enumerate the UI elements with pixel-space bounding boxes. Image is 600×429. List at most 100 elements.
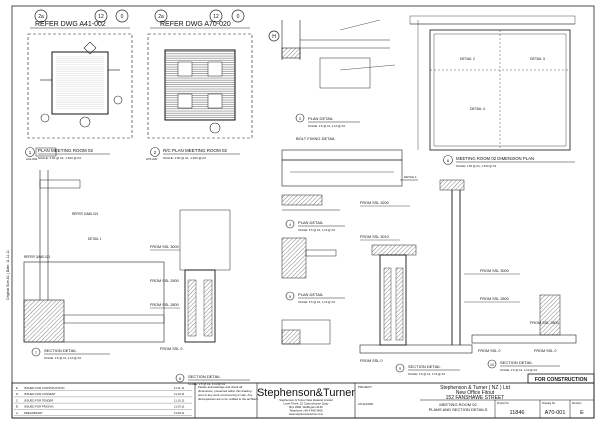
grid-12-mid: 12 xyxy=(213,14,219,20)
drawing-number: A70-001 xyxy=(545,410,566,416)
bolt-fixing-label: BOLT FIXING DETAIL xyxy=(296,136,336,141)
view-2-title: R/C PLAN MEETING ROOM 02 xyxy=(163,148,228,153)
scale-text: AS SHOWN xyxy=(358,402,373,406)
view-5-title: PLAN DETAIL xyxy=(298,292,324,297)
project-client: Stephenson & Turner ( NZ ) Ltd xyxy=(440,385,510,391)
view-2-num: 2 xyxy=(154,150,157,155)
view-6-num: 6 xyxy=(447,158,450,163)
view-6-scale: SCALE: 1:50 @ A1, 1:100 @ A3 xyxy=(456,164,496,168)
view-6-title: MEETING ROOM 02 DIMENSION PLAN xyxy=(456,156,534,161)
view-2-scale: SCALE: 1:50 @ A1, 1:100 @ A3 xyxy=(163,156,206,160)
grid-bubbles: 2a 12 0 2a 12 0 H xyxy=(34,9,280,42)
revision-desc: PRELIMINARY xyxy=(24,411,43,415)
revision-desc: ISSUED FOR CONSTRUCTION xyxy=(24,386,64,390)
revision-desc: ISSUED FOR CONSENT xyxy=(24,392,56,396)
refer-a-label: REFER 2/A60-021 xyxy=(72,212,99,216)
ssl-2800-c: FROM SSL 2800 xyxy=(530,321,559,325)
view-5-scale: SCALE: 1:5 @ A1, 1:10 @ A3 xyxy=(298,300,335,304)
project-name: New Office Fitout xyxy=(456,390,495,396)
firm-line-4: Telephone +64 4 499 3400 xyxy=(289,409,323,413)
project-address: 152 FANSHAWE STREET xyxy=(446,395,505,401)
view-9-num: 9 xyxy=(399,367,401,371)
project-label: PROJECT xyxy=(358,385,372,389)
firm-logo: Stephenson&Turner xyxy=(257,387,355,399)
revision-rev: C xyxy=(16,398,18,402)
view-3-title: PLAN DETAIL xyxy=(308,116,334,121)
view-7-scale: SCALE: 1:5 @ A1, 1:10 @ A3 xyxy=(44,356,81,360)
hdr-project-no: Project No. xyxy=(497,402,510,405)
plan-details-center: 4 PLAN DETAIL SCALE: 1:5 @ A1, 1:10 @ A3… xyxy=(281,194,345,345)
revision-date: 11.11.11 xyxy=(174,386,185,390)
view-1-title: PLAN MEETING ROOM 02 xyxy=(38,148,94,153)
view-7-title: SECTION DETAIL xyxy=(44,348,77,353)
detail-1-label: DETAIL 1 xyxy=(404,175,417,179)
grid-0-left: 0 xyxy=(121,14,124,20)
status-stamp: FOR CONSTRUCTION xyxy=(535,377,588,383)
detail-2-label: DETAIL 2 xyxy=(460,57,475,61)
revision-letter: E xyxy=(580,410,584,416)
dimension-plan: DETAIL 2 DETAIL 3 DETAIL 4 6 MEETING ROO… xyxy=(409,15,576,168)
ssl-0-d: FROM SSL 0 xyxy=(534,349,556,353)
view-3-num: 3 xyxy=(299,117,301,121)
left-lower-details: REFER 2/A60-021 DETAIL 1 REFER 3/A60-021… xyxy=(23,170,165,360)
section-detail-right-center: FROM SSL 3200 FROM SSL 3010 FROM SSL 0 9… xyxy=(359,201,473,376)
revision-desc: ISSUED FOR PRICING xyxy=(24,405,54,409)
view-10-scale: SCALE: 1:5 @ A1, 1:10 @ A3 xyxy=(500,368,537,372)
hdr-drawing-no: Drawing No. xyxy=(542,402,556,405)
view-4-scale: SCALE: 1:5 @ A1, 1:10 @ A3 xyxy=(298,228,335,232)
hdr-revision: Revision xyxy=(572,402,582,405)
grid-0-mid: 0 xyxy=(237,14,240,20)
revision-date: 11.10.11 xyxy=(174,392,185,396)
revision-date: 11.09.11 xyxy=(174,405,185,409)
notes-text: Please acknowledge and check all dimensi… xyxy=(198,385,259,401)
plan-meeting-room: REFER DWG A41-002 1 PLAN MEETING ROOM 02… xyxy=(25,21,133,161)
detail-1-left: DETAIL 1 xyxy=(88,237,102,241)
ssl-3010: FROM SSL 3010 xyxy=(360,235,389,239)
revision-date: 11.10.11 xyxy=(174,398,185,402)
ssl-0-c: FROM SSL 0 xyxy=(478,349,500,353)
view-8-num: 8 xyxy=(179,377,181,381)
firm-line-5: www.stephensonturner.com xyxy=(289,412,324,416)
section-detail-middle: FROM SSL 3000 FROM SSL 2900 FROM SSL 280… xyxy=(150,209,250,386)
revision-rev: E xyxy=(16,386,18,390)
project-number: 11846 xyxy=(510,410,525,416)
ssl-3200: FROM SSL 3200 xyxy=(360,201,389,205)
view-5-num: 5 xyxy=(289,295,291,299)
view-9-title: SECTION DETAIL xyxy=(408,364,441,369)
ssl-3000-a: FROM SSL 3000 xyxy=(150,245,179,249)
detail-4-label: DETAIL 4 xyxy=(470,107,485,111)
ssl-0-a: FROM SSL 0 xyxy=(160,347,182,351)
firm-line-3: Box 3900, Wellington 6140 xyxy=(289,405,323,409)
view-4-title: PLAN DETAIL xyxy=(298,220,324,225)
revision-desc: ISSUED FOR TENDER xyxy=(24,398,53,402)
side-text: Original Size A1 | Date: 11.11.11 xyxy=(6,250,10,300)
ssl-0-b: FROM SSL 0 xyxy=(360,359,382,363)
grid-2a-mid: 2a xyxy=(158,14,164,20)
grid-12-left: 12 xyxy=(98,14,104,20)
firm-line-2: Level Three, 22 Customhouse Quay xyxy=(284,402,329,406)
firm-line-1: Stephenson & Turner New Zealand Limited xyxy=(279,398,333,402)
view-8-title: SECTION DETAIL xyxy=(188,374,221,379)
view-7-num: 7 xyxy=(35,351,37,355)
drawing-title-2: PLANS AND SECTION DETAILS xyxy=(429,407,488,412)
view-4-num: 4 xyxy=(289,223,291,227)
view-9-scale: SCALE: 1:5 @ A1, 1:10 @ A3 xyxy=(408,372,445,376)
top-middle-details: PLAN DETAIL 3 SCALE: 1:5 @ A1, 1:10 @ A3… xyxy=(281,19,418,187)
view-10-num: 10 xyxy=(490,363,494,367)
refer-b-label: REFER 3/A60-021 xyxy=(24,255,51,259)
ssl-2800-a: FROM SSL 2800 xyxy=(150,303,179,307)
detail-3-label: DETAIL 3 xyxy=(530,57,545,61)
drawing-title-1: MEETING ROOM 02 xyxy=(439,402,477,407)
view-10-title: SECTION DETAIL xyxy=(500,360,533,365)
view-1-sheet: A41-002 xyxy=(26,157,38,161)
refer-left-label: REFER DWG A41-002 xyxy=(35,21,106,28)
section-detail-far-right: FROM SSL 3000 FROM SSL 2800 FROM SSL 280… xyxy=(439,179,577,372)
revision-date: 11.08.11 xyxy=(174,411,185,415)
rcp-meeting-room: REFER DWG A70-020 2 R/C PLAN MEETING ROO… xyxy=(146,21,253,161)
view-1-num: 1 xyxy=(29,150,32,155)
grid-2a-left: 2a xyxy=(38,14,44,20)
title-block xyxy=(11,382,595,419)
